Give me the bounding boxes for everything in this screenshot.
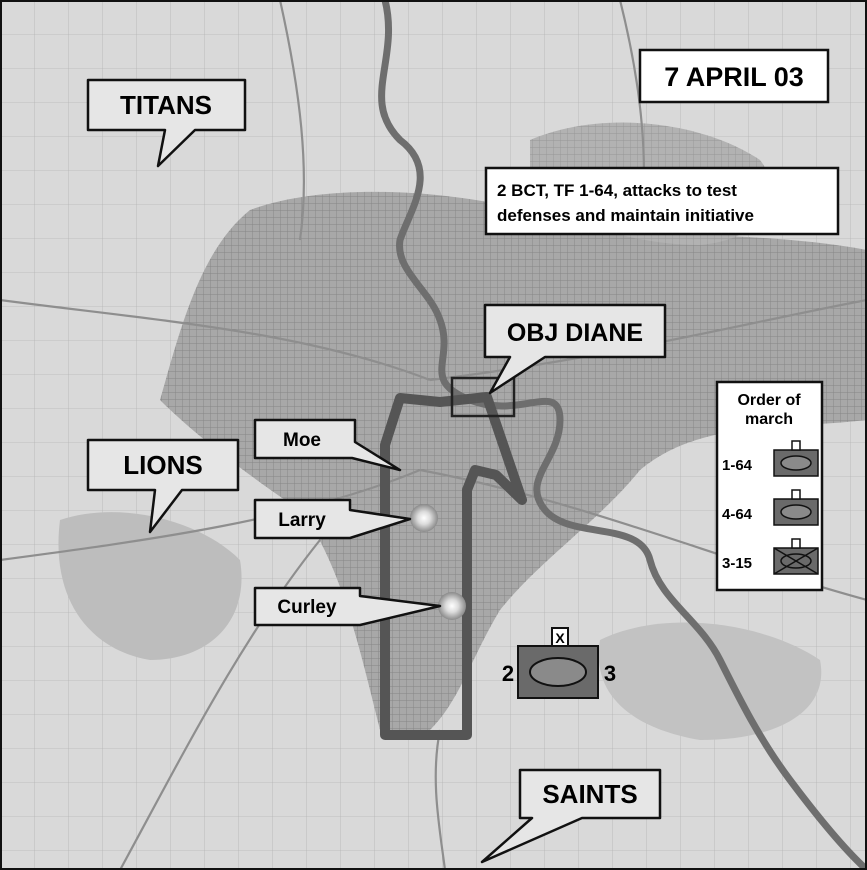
checkpoint-larry: Larry xyxy=(278,510,326,531)
attack-arrow xyxy=(380,392,527,740)
callout-lions xyxy=(86,438,240,534)
unit-label-titans: TITANS xyxy=(120,90,212,120)
brigade-symbol xyxy=(517,627,599,699)
river xyxy=(378,0,867,870)
legend-title-line2: march xyxy=(745,411,793,428)
order-of-march-legend xyxy=(715,380,824,592)
legend-unit-1-64: 1-64 xyxy=(722,457,753,474)
callout-curley xyxy=(253,586,442,627)
brigade-left-label: 2 xyxy=(502,661,514,686)
mission-text-line1: 2 BCT, TF 1-64, attacks to test xyxy=(497,181,737,200)
legend-unit-4-64: 4-64 xyxy=(722,506,753,523)
legend-symbol-4-64 xyxy=(773,489,819,526)
mission-text-line2: defenses and maintain initiative xyxy=(497,206,754,225)
callout-moe xyxy=(253,418,402,472)
date-label: 7 APRIL 03 xyxy=(664,62,804,92)
unit-label-lions: LIONS xyxy=(123,450,202,480)
callout-shapes xyxy=(86,78,667,864)
brigade-echelon: X xyxy=(555,630,565,646)
legend-symbol-3-15 xyxy=(773,538,819,575)
objective-label: OBJ DIANE xyxy=(507,319,643,347)
objective-box xyxy=(450,376,516,418)
legend-unit-3-15: 3-15 xyxy=(722,555,752,572)
unit-label-saints: SAINTS xyxy=(542,779,637,809)
legend-symbol-1-64 xyxy=(773,440,819,477)
callout-larry xyxy=(253,498,412,540)
contact-burst-larry xyxy=(410,504,438,532)
date-box xyxy=(638,48,830,104)
mission-box xyxy=(484,166,840,236)
legend-title-line1: Order of xyxy=(737,392,801,409)
callout-saints xyxy=(480,768,662,864)
checkpoint-curley: Curley xyxy=(277,597,337,618)
callout-titans xyxy=(86,78,247,168)
checkpoint-moe: Moe xyxy=(283,430,321,451)
callout-objective xyxy=(483,303,667,395)
contact-burst-curley xyxy=(438,592,466,620)
brigade-right-label: 3 xyxy=(604,661,616,686)
